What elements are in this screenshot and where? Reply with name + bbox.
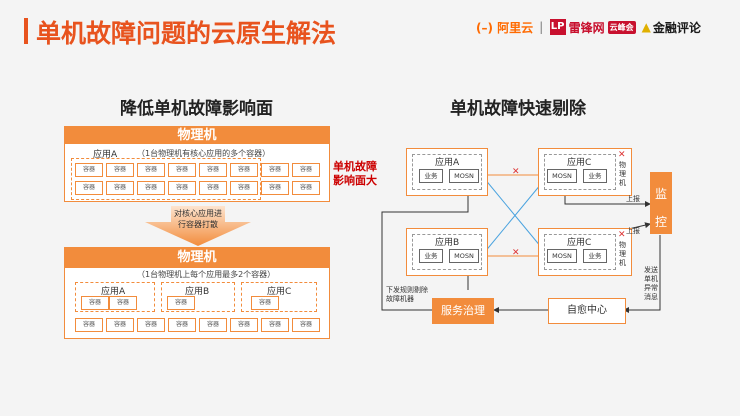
container: 容器 [261,181,289,195]
monitor-box: 监控 [650,172,672,234]
container: 容器 [292,163,320,177]
container: 容器 [106,318,134,332]
app-c-group [241,282,317,312]
container: 容器 [168,163,196,177]
sponsor-logos: (–) 阿里云 | LP 雷锋网 云峰会 ▲ 金融评论 [476,16,701,38]
host-app-c-2: 应用C MOSN 业务 ✕ 物理机 [538,228,632,276]
report-label-2: 上报 [626,227,640,235]
app-a-label-2: 应用A [101,287,126,297]
container: 容器 [230,318,258,332]
host-app-c-1-inner [544,154,616,190]
host-c2-biz: 业务 [583,249,607,263]
container: 容器 [292,318,320,332]
self-heal-center: 自愈中心 [548,298,626,324]
report-label-1: 上报 [626,195,640,203]
jinrong-logo: ▲ 金融评论 [641,20,701,35]
container: 容器 [106,163,134,177]
host-a-mosn: MOSN [449,169,479,183]
fail-x-icon-2: ✕ [512,248,520,258]
app-a-group-2 [75,282,155,312]
left-section-title: 降低单机故障影响面 [120,99,273,119]
title-accent-bar [24,18,28,44]
container: 容器 [230,163,258,177]
container: 容器 [261,163,289,177]
issue-rule-note: 下发规则剔除故障机器 [386,286,428,303]
host-c1-fail-icon: ✕ [618,150,626,160]
container: 容器 [261,318,289,332]
send-anomaly-message: 发送单机异常消息 [644,266,658,301]
triangle-icon: ▲ [641,20,651,34]
logo-separator: | [539,20,544,34]
leifeng-logo: LP 雷锋网 云峰会 [549,19,636,35]
impact-warning: 单机故障 影响面大 [333,160,377,187]
host-b-biz: 业务 [419,249,443,263]
host-c1-biz: 业务 [583,169,607,183]
host-app-b-label: 应用B [435,238,460,248]
scatter-note: 对核心应用进 行容器打散 [174,209,222,229]
container: 容器 [137,163,165,177]
host-c2-fail-icon: ✕ [618,230,626,240]
aliyun-logo: (–) 阿里云 [476,20,534,35]
container: 容器 [75,163,103,177]
container: 容器 [251,296,279,310]
container: 容器 [230,181,258,195]
container: 容器 [75,318,103,332]
host-app-a: 应用A 业务 MOSN [406,148,488,196]
app-a-label: 应用A [93,150,118,160]
monitor-label: 监控 [654,187,667,229]
host-app-c-2-label: 应用C [567,238,592,248]
physical-machine-bottom: 物理机 （1台物理机上每个应用最多2个容器） 应用A 应用B 应用C 容器容器容… [64,247,330,339]
service-governance: 服务治理 [432,298,494,324]
app-a-group [71,158,261,200]
host-c2-physical-label: 物理机 [619,241,626,267]
host-c2-mosn: MOSN [547,249,577,263]
container: 容器 [292,181,320,195]
right-section-title: 单机故障快速剔除 [450,99,586,119]
container: 容器 [199,318,227,332]
physical-machine-header: 物理机 [65,127,329,144]
container: 容器 [106,181,134,195]
host-c1-mosn: MOSN [547,169,577,183]
host-c1-physical-label: 物理机 [619,161,626,187]
host-app-c-2-inner [544,234,616,270]
host-app-a-inner [412,154,482,190]
container: 容器 [137,181,165,195]
down-arrow-icon [145,206,251,246]
container: 容器 [167,296,195,310]
app-c-label: 应用C [267,287,292,297]
container: 容器 [137,318,165,332]
host-app-a-label: 应用A [435,158,460,168]
container: 容器 [75,181,103,195]
container: 容器 [168,318,196,332]
host-app-b-inner [412,234,482,270]
bottom-box-note: （1台物理机上每个应用最多2个容器） [137,270,276,279]
app-b-label: 应用B [185,287,210,297]
host-b-mosn: MOSN [449,249,479,263]
container: 容器 [81,296,109,310]
page-title: 单机故障问题的云原生解法 [36,19,337,48]
host-app-c-1-label: 应用C [567,158,592,168]
top-box-note: （1台物理机有核心应用的多个容器） [137,149,271,158]
app-b-group [161,282,235,312]
container: 容器 [109,296,137,310]
physical-machine-header-2: 物理机 [65,248,329,268]
leifeng-mark-icon: LP [549,19,566,35]
container: 容器 [199,181,227,195]
container: 容器 [199,163,227,177]
fail-x-icon: ✕ [512,167,520,177]
host-a-biz: 业务 [419,169,443,183]
physical-machine-top: 物理机 应用A （1台物理机有核心应用的多个容器） 容器容器容器容器容器容器容器… [64,126,330,202]
host-app-c-1: 应用C MOSN 业务 ✕ 物理机 [538,148,632,196]
host-app-b: 应用B 业务 MOSN [406,228,488,276]
container: 容器 [168,181,196,195]
